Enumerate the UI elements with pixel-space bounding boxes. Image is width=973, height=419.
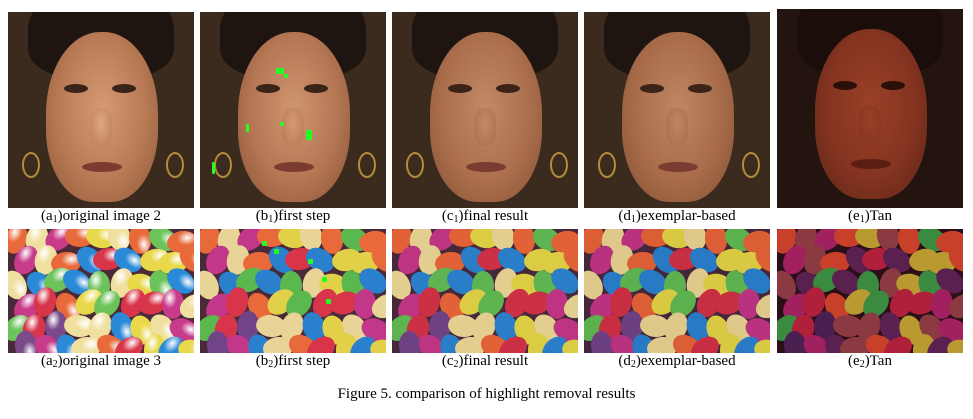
image-original-jellybeans <box>8 229 194 353</box>
image-tan-face <box>777 9 963 208</box>
panel-b2: (b2)first step <box>200 229 386 373</box>
highlight-marker <box>322 277 327 282</box>
image-first-step-jellybeans <box>200 229 386 353</box>
caption-e2: (e2)Tan <box>848 353 892 370</box>
highlight-marker <box>262 241 267 246</box>
highlight-marker <box>284 74 288 78</box>
panel-a1: (a1)original image 2 <box>8 12 194 228</box>
highlight-marker <box>326 299 331 304</box>
panel-e1: (e1)Tan <box>777 9 963 228</box>
figure-caption: Figure 5. comparison of highlight remova… <box>337 386 636 402</box>
caption-b1: (b1)first step <box>255 208 331 225</box>
image-final-result-jellybeans <box>392 229 578 353</box>
image-first-step-face <box>200 12 386 208</box>
image-exemplar-based-jellybeans <box>584 229 770 353</box>
highlight-marker <box>246 124 249 132</box>
image-tan-jellybeans <box>777 229 963 353</box>
caption-a2: (a2)original image 3 <box>41 353 161 370</box>
panel-e2: (e2)Tan <box>777 229 963 373</box>
panel-a2: (a2)original image 3 <box>8 229 194 373</box>
panel-c2: (c2)final result <box>392 229 578 373</box>
highlight-marker <box>276 68 284 74</box>
panel-d2: (d2)exemplar-based <box>584 229 770 373</box>
highlight-marker <box>274 249 279 254</box>
caption-d2: (d2)exemplar-based <box>618 353 736 370</box>
image-exemplar-based-face <box>584 12 770 208</box>
panel-c1: (c1)final result <box>392 12 578 228</box>
highlight-marker <box>306 130 312 140</box>
highlight-marker <box>308 259 313 264</box>
caption-b2: (b2)first step <box>255 353 331 370</box>
highlight-marker <box>280 122 284 126</box>
caption-d1: (d1)exemplar-based <box>618 208 736 225</box>
panel-b1: (b1)first step <box>200 12 386 228</box>
caption-c2: (c2)final result <box>441 353 529 370</box>
caption-e1: (e1)Tan <box>848 208 892 225</box>
panel-d1: (d1)exemplar-based <box>584 12 770 228</box>
caption-a1: (a1)original image 2 <box>41 208 161 225</box>
caption-c1: (c1)final result <box>441 208 529 225</box>
image-original-face <box>8 12 194 208</box>
highlight-marker <box>212 162 215 174</box>
image-final-result-face <box>392 12 578 208</box>
